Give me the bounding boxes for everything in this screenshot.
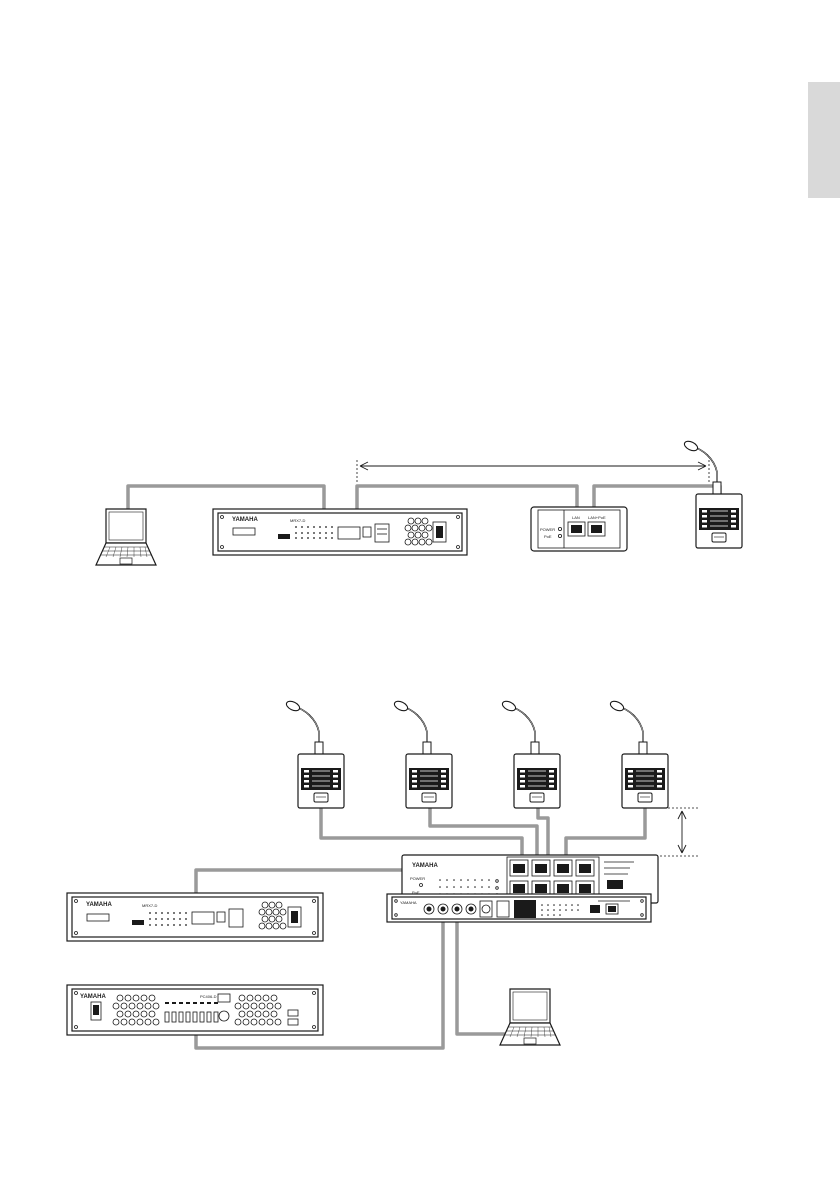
dimension-arrow-icon [357,460,709,482]
brand-label: YAMAHA [232,517,258,523]
config-2: YAMAHA POWER PoE [67,699,700,1048]
switch-brand-label: YAMAHA [412,863,438,869]
laptop-icon [500,989,560,1045]
io-interface: YAMAHA [387,894,651,922]
microphone-icon [609,699,668,808]
poe-injector: POWER PoE LAN LAN+PoE [531,507,627,551]
io-brand-label: YAMAHA [400,900,417,905]
power-amplifier: YAMAHA PC406-D [67,985,323,1035]
brand-label: YAMAHA [86,902,112,908]
cable-mic3-switch [538,807,548,858]
poe-lan-label: LAN [572,515,580,520]
poe-poe-label: PoE [544,534,552,539]
switch-power-label: POWER [410,876,425,881]
cable-laptop-mrx [128,486,324,510]
model-label: MRX7-D [290,518,305,523]
model-label: MRX7-D [142,903,157,908]
amp-model-label: PC406-D [200,994,217,999]
microphone-icon [285,699,344,808]
cable-mic1-switch [321,807,522,858]
microphone-icon [683,439,742,548]
microphone-icon [393,699,452,808]
poe-power-label: POWER [540,527,555,532]
cable-switch-mrx [196,870,431,894]
side-tab [808,82,840,198]
config-1: YAMAHA MRX7-D [96,439,742,565]
cable-mic4-switch [566,807,645,858]
mrx7-d-processor: YAMAHA MRX7-D [67,893,323,941]
microphone-icon [501,699,560,808]
laptop-icon [96,509,156,565]
mrx7-d-processor: YAMAHA MRX7-D [213,509,467,555]
amp-brand-label: YAMAHA [80,994,106,1000]
poe-lan-poe-label: LAN+PoE [588,515,606,520]
